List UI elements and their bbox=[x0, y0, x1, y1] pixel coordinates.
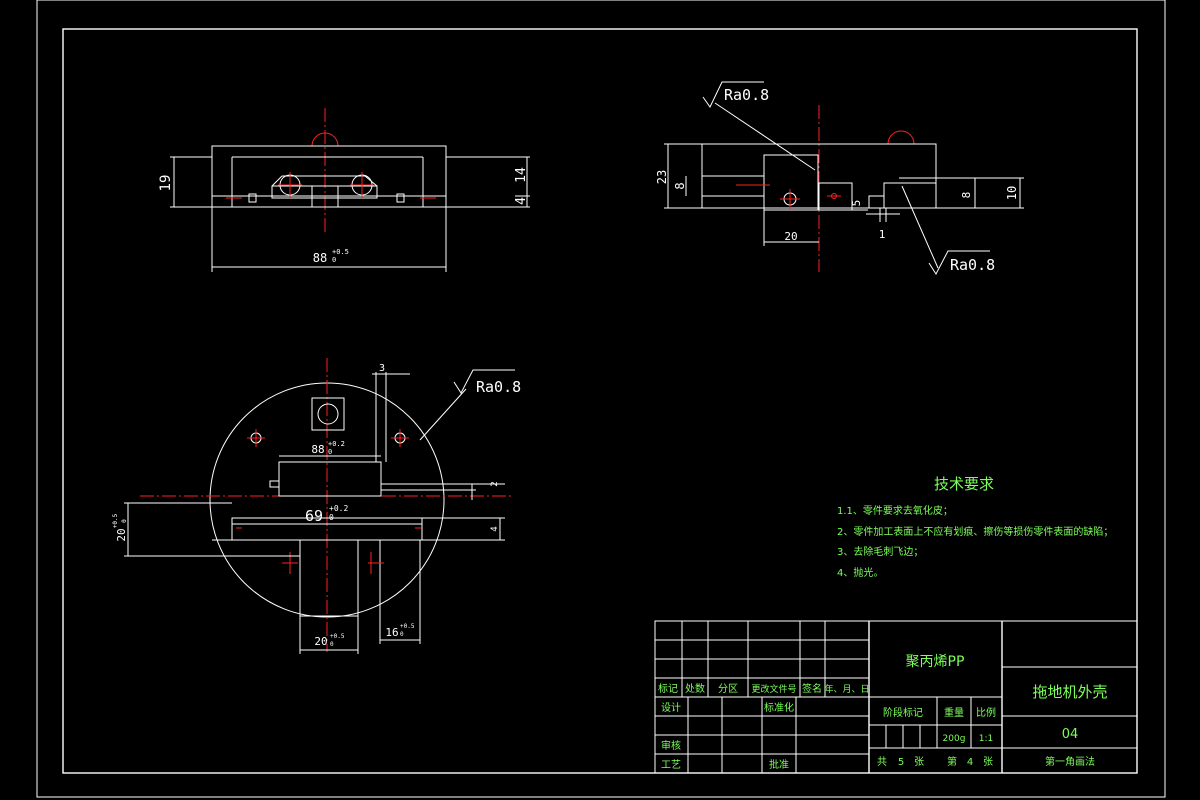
roughness-top-view: Ra0.8 bbox=[476, 378, 521, 396]
tb-total-a: 共 bbox=[877, 756, 887, 768]
tb-total-sheets: 5 bbox=[898, 757, 904, 768]
tb-header: 年、月、日 bbox=[824, 683, 869, 695]
front-view: 19 14 4 88 +0.5 0 bbox=[158, 108, 530, 272]
tb-sheet-a: 第 bbox=[947, 755, 957, 768]
dim-16-tol-low: 0 bbox=[400, 631, 404, 638]
dim-5: 5 bbox=[850, 200, 863, 207]
tb-weight: 200g bbox=[943, 734, 966, 744]
dim-20-left: 20 bbox=[115, 528, 128, 541]
dim-10: 10 bbox=[1005, 186, 1019, 200]
dim-19: 19 bbox=[158, 175, 174, 192]
front-top-arc bbox=[311, 132, 339, 147]
dim-88-tol: +0.5 bbox=[332, 248, 349, 256]
dim-88b: 88 bbox=[311, 443, 324, 456]
dim-69-tol-low: 0 bbox=[329, 513, 334, 522]
tb-header: 更改文件号 bbox=[751, 683, 796, 695]
dim-88: 88 bbox=[313, 251, 327, 265]
tech-req-item: 3、去除毛刺飞边； bbox=[837, 545, 923, 558]
roughness-side-bottom: Ra0.8 bbox=[950, 256, 995, 274]
dim-20-left-tol: +0.5 bbox=[112, 513, 119, 528]
dim-20-bottom-tol-low: 0 bbox=[330, 641, 334, 648]
title-block: 标记 处数 分区 更改文件号 签名 年、月、日 设计 标准化 审核 工艺 批准 … bbox=[654, 620, 1138, 774]
tb-sheet-b: 张 bbox=[983, 756, 993, 768]
tb-drawing-no: 04 bbox=[1062, 727, 1079, 742]
dim-69-tol: +0.2 bbox=[329, 504, 348, 513]
dim-20: 20 bbox=[784, 230, 797, 243]
dim-23: 23 bbox=[655, 170, 669, 184]
tb-header: 分区 bbox=[718, 683, 738, 695]
dim-16-tol: +0.5 bbox=[400, 623, 415, 630]
tech-req-item: 2、零件加工表面上不应有划痕、擦伤等损伤零件表面的缺陷； bbox=[837, 525, 1113, 538]
dim-2: 2 bbox=[490, 481, 500, 486]
tb-scale: 1:1 bbox=[979, 734, 993, 744]
outer-border bbox=[36, 0, 1166, 798]
tech-requirements: 技术要求 1.1、零件要求去氧化皮； 2、零件加工表面上不应有划痕、擦伤等损伤零… bbox=[837, 475, 1113, 579]
tb-total-b: 张 bbox=[914, 756, 924, 768]
tb-process: 工艺 bbox=[661, 759, 681, 771]
dim-3: 3 bbox=[379, 363, 385, 374]
tb-approve: 批准 bbox=[769, 758, 789, 771]
tb-header: 签名 bbox=[802, 682, 822, 695]
tb-design: 设计 bbox=[661, 701, 681, 714]
dim-20-bottom: 20 bbox=[314, 635, 327, 648]
tb-header: 处数 bbox=[685, 682, 705, 695]
top-view: 3 88 +0.2 0 69 +0.2 0 2 4 20 +0.5 0 20 +… bbox=[112, 358, 521, 654]
side-view: 23 8 20 5 1 8 10 Ra0.8 Ra0.8 bbox=[655, 81, 1024, 275]
dim-69: 69 bbox=[305, 507, 323, 525]
tb-material: 聚丙烯PP bbox=[906, 654, 965, 670]
dim-8a: 8 bbox=[673, 182, 687, 189]
tech-req-title: 技术要求 bbox=[934, 475, 994, 493]
tb-standardize: 标准化 bbox=[764, 701, 794, 714]
dim-20-left-tol-low: 0 bbox=[121, 519, 128, 523]
tb-projection: 第一角画法 bbox=[1045, 755, 1095, 768]
dim-88-tol-low: 0 bbox=[332, 256, 336, 264]
tb-stage-mark: 阶段标记 bbox=[883, 706, 923, 719]
tb-part-name: 拖地机外壳 bbox=[1032, 683, 1107, 701]
tb-weight-label: 重量 bbox=[944, 706, 964, 719]
tech-req-item: 4、抛光。 bbox=[837, 566, 883, 579]
tb-sheet-no: 4 bbox=[967, 757, 973, 768]
tb-header: 标记 bbox=[658, 683, 678, 695]
roughness-side-top: Ra0.8 bbox=[724, 86, 769, 104]
dim-14: 14 bbox=[514, 167, 529, 183]
inner-frame bbox=[62, 28, 1138, 774]
dim-88b-tol: +0.2 bbox=[328, 440, 345, 448]
tb-review: 审核 bbox=[661, 739, 681, 752]
dim-20-bottom-tol: +0.5 bbox=[330, 633, 345, 640]
dim-16: 16 bbox=[385, 626, 398, 639]
tech-req-item: 1.1、零件要求去氧化皮； bbox=[837, 504, 953, 517]
dim-88b-tol-low: 0 bbox=[328, 448, 332, 456]
dim-4b: 4 bbox=[490, 526, 500, 531]
dim-4: 4 bbox=[514, 197, 529, 205]
dim-1: 1 bbox=[879, 228, 886, 241]
dim-8b: 8 bbox=[960, 192, 973, 199]
tb-scale-label: 比例 bbox=[976, 706, 996, 719]
